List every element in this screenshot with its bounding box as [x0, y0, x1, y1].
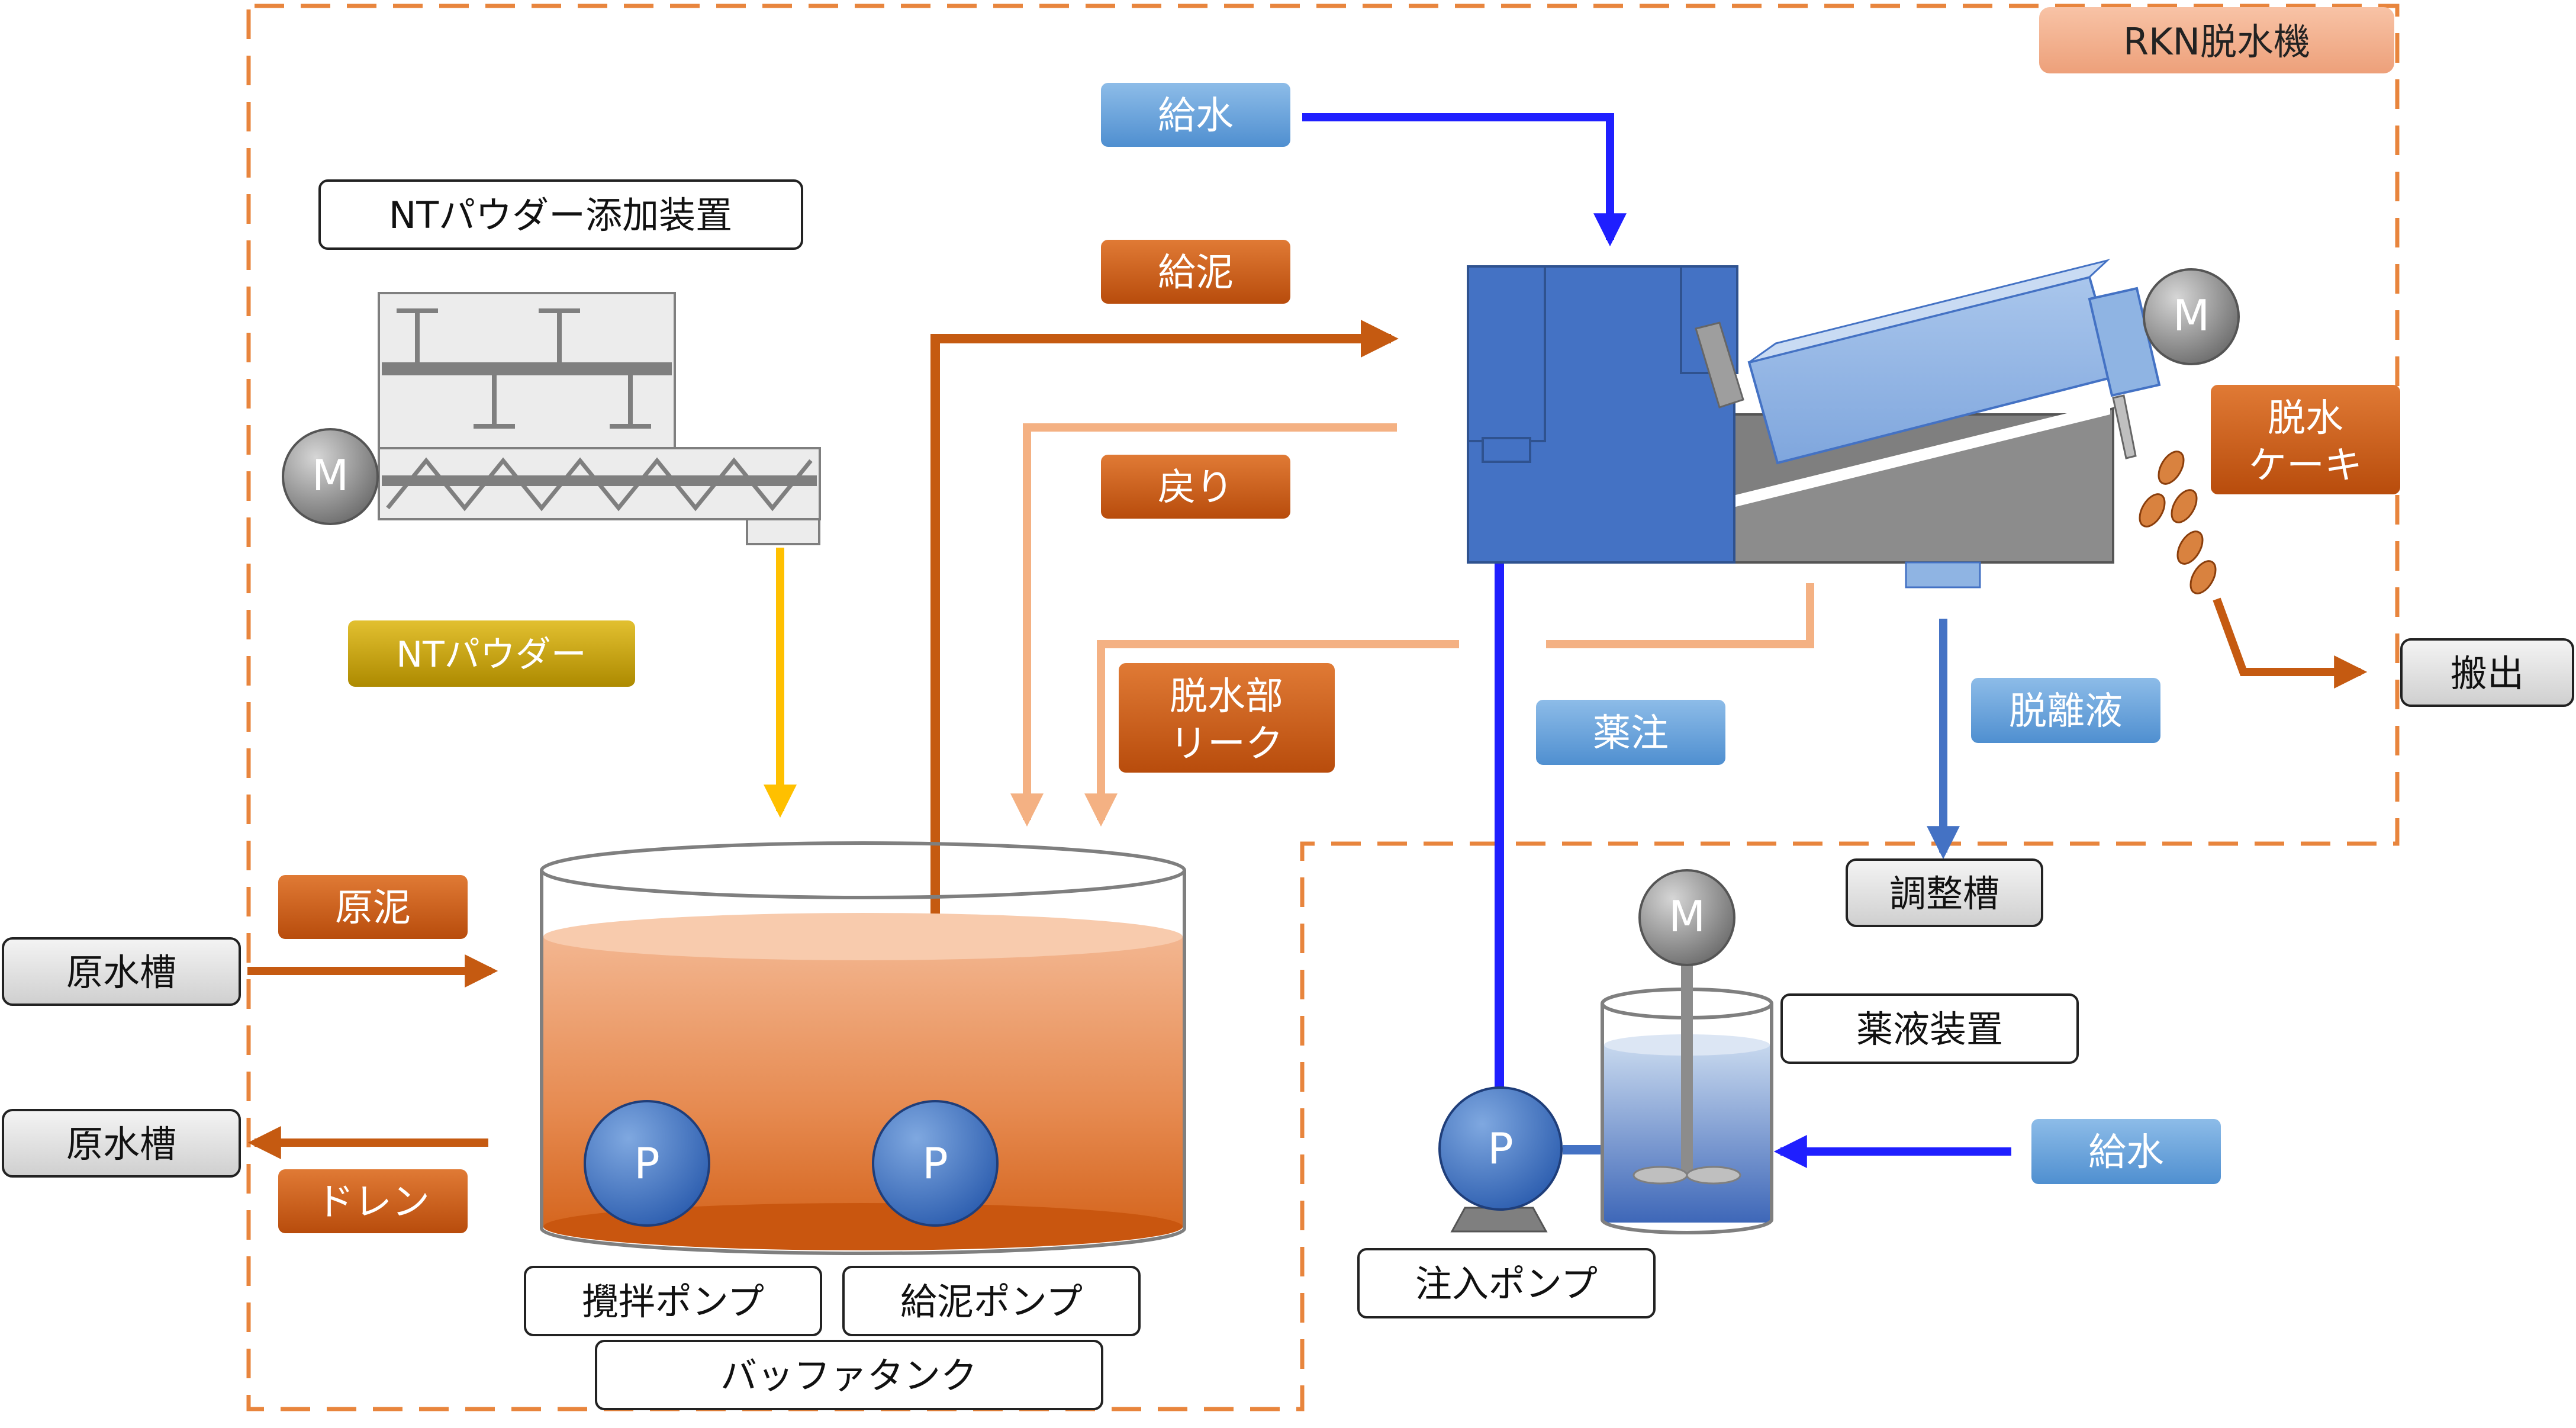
chem-tank-wall — [1601, 1004, 1773, 1234]
powder-motor-symbol: M — [312, 451, 349, 500]
tank-wall — [540, 870, 1186, 1255]
raw-water-tank-in-box — [2, 937, 241, 1006]
filtrate-outlet — [1905, 561, 1981, 588]
agitator-pump-label-box — [524, 1266, 822, 1336]
machine-foot — [1482, 437, 1531, 463]
raw-water-tank-out-box — [2, 1109, 241, 1178]
rkn-region-border — [246, 4, 2400, 1411]
buffer-tank-label-box — [595, 1340, 1103, 1410]
raw-sludge-label-box — [278, 875, 468, 939]
dewatering-leak-label-line2: リーク — [1170, 722, 1283, 766]
powder-outlet — [746, 518, 820, 545]
return-line — [1010, 423, 1397, 827]
cake-pellet — [2189, 560, 2217, 594]
machine-motor-icon — [2143, 268, 2240, 365]
water-supply-top-line — [1302, 113, 1627, 247]
sludge-pump-label-box — [842, 1266, 1141, 1336]
tank-liquid-surface — [543, 913, 1183, 960]
agitator-pump-symbol: P — [634, 1138, 659, 1188]
nt-powder-label: NTパウダー — [396, 634, 587, 676]
raw-water-tank-out-label: 原水槽 — [66, 1123, 176, 1166]
nt-powder-device-label-box — [318, 179, 803, 250]
powder-motor-icon — [282, 428, 379, 525]
dewatering-leak-line-right — [1546, 583, 1814, 648]
cake-pellets — [2139, 451, 2217, 594]
dewatered-cake-label-box — [2211, 385, 2400, 494]
chem-agitator-blade-right — [1686, 1166, 1741, 1185]
filtrate-label-box — [1971, 678, 2160, 743]
chem-motor-symbol: M — [1669, 892, 1705, 941]
filtrate-label: 脱離液 — [2009, 690, 2123, 734]
raw-sludge-label: 原泥 — [335, 886, 411, 930]
hopper-agitator-bar — [382, 362, 672, 375]
injection-pump-label-box — [1357, 1248, 1656, 1318]
machine-head-blue — [1467, 265, 1546, 442]
chem-agitator-blade-left — [1632, 1166, 1688, 1185]
nt-powder-device: M — [282, 292, 821, 545]
chemical-device: M — [1601, 869, 1773, 1234]
dewatered-cake-label-line1: 脱水 — [2268, 397, 2343, 440]
hopper-agitator-paddles — [397, 308, 651, 429]
sludge-feed-label: 給泥 — [1158, 251, 1234, 295]
machine-base-white — [1678, 403, 2110, 521]
injection-pump-icon — [1438, 1086, 1563, 1211]
injection-pump-label: 注入ポンプ — [1415, 1262, 1598, 1305]
cake-discharge-line — [2213, 597, 2368, 689]
rkn-region-label: RKN脱水機 — [2123, 20, 2310, 63]
drain-label-box — [278, 1169, 468, 1233]
injection-pump-symbol: P — [1487, 1124, 1513, 1173]
adjustment-tank-label: 調整槽 — [1889, 872, 1999, 915]
dewatering-leak-line — [1084, 640, 1459, 827]
nt-powder-device-label: NTパウダー添加装置 — [389, 194, 732, 237]
adjustment-tank-box — [1846, 858, 2043, 927]
drum-end-cap — [2088, 287, 2161, 397]
sludge-pump-icon — [872, 1100, 999, 1227]
agitator-pump-icon — [584, 1100, 710, 1227]
injection-pump: P — [1438, 1086, 1563, 1233]
screw-flight — [386, 457, 813, 512]
chem-agitator-shaft — [1681, 956, 1693, 1174]
chemical-injection-label-box — [1536, 700, 1725, 765]
sludge-pump-label: 給泥ポンプ — [900, 1280, 1083, 1323]
machine-feed-tube — [1695, 321, 1744, 409]
chemical-injection-label: 薬注 — [1593, 712, 1669, 755]
cake-pellet — [2139, 493, 2166, 528]
sludge-feed-label-box — [1101, 240, 1290, 304]
chem-motor-icon — [1638, 869, 1735, 966]
water-supply-top-label: 給水 — [1158, 94, 1234, 138]
chemical-device-label-box — [1780, 993, 2079, 1064]
buffer-tank-label: バッファタンク — [720, 1354, 977, 1397]
discharge-box — [2400, 638, 2574, 707]
dewatering-leak-label-line1: 脱水部 — [1170, 675, 1283, 719]
tank-bottom — [543, 1203, 1183, 1250]
cake-pellet — [2171, 489, 2198, 523]
return-label-box — [1101, 455, 1290, 519]
sludge-feed-line — [930, 320, 1399, 1131]
dewatered-cake-label-line2: ケーキ — [2249, 444, 2362, 488]
nt-powder-label-box — [348, 620, 635, 687]
chemical-device-label: 薬液装置 — [1856, 1008, 2003, 1051]
water-supply-right-label: 給水 — [2088, 1131, 2164, 1175]
dewatering-leak-label-box — [1119, 663, 1335, 773]
tank-rim — [540, 841, 1186, 899]
screw-drum-top — [1749, 259, 2111, 364]
cake-outlet-chute — [2112, 394, 2137, 459]
water-supply-top-label-box — [1101, 83, 1290, 147]
water-supply-right-label-box — [2031, 1119, 2221, 1184]
injection-pump-base — [1450, 1207, 1548, 1233]
discharge-label: 搬出 — [2451, 652, 2524, 695]
return-label: 戻り — [1158, 466, 1234, 510]
agitator-pump-label: 攪拌ポンプ — [582, 1280, 764, 1323]
buffer-tank: P P — [540, 841, 1186, 1255]
cake-pellet — [2158, 451, 2185, 485]
cake-pellet — [2176, 530, 2204, 565]
dewatering-machine: M — [1467, 259, 2240, 588]
raw-water-tank-in-label: 原水槽 — [66, 951, 176, 994]
drain-label: ドレン — [316, 1181, 430, 1224]
sludge-pump-symbol: P — [922, 1138, 948, 1188]
machine-motor-symbol: M — [2173, 291, 2210, 340]
rkn-region-label-box — [2039, 7, 2394, 73]
